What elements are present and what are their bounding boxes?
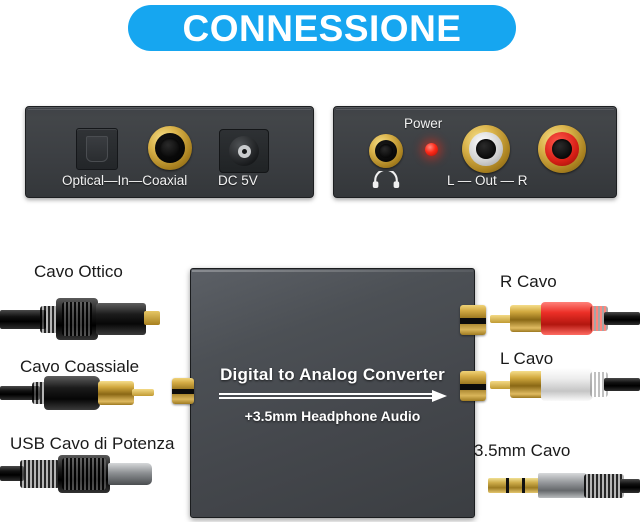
power-label: Power: [404, 116, 443, 131]
device-right-output-jack-r: [460, 305, 486, 335]
device-edge-highlight: [192, 270, 473, 272]
dc-5v-label: DC 5V: [218, 173, 258, 188]
coaxial-plug-barrel: [98, 381, 134, 405]
rca-left-cable-wire: [604, 378, 640, 391]
panel-highlight: [336, 109, 614, 110]
aux-plug-tip: [488, 478, 540, 493]
aux-strain-relief: [584, 474, 624, 498]
dac-device: Digital to Analog Converter +3.5mm Headp…: [190, 268, 475, 518]
dc-5v-port: [219, 129, 269, 173]
device-subtitle: +3.5mm Headphone Audio: [244, 408, 421, 424]
coaxial-plug-pin: [132, 389, 154, 396]
aux-plug-band-2: [522, 478, 525, 493]
rca-left-strain-relief: [590, 372, 608, 397]
usb-power-plug-tip: [108, 463, 152, 485]
rca-right-plug-pin: [490, 315, 512, 323]
rca-left-plug-barrel: [510, 371, 544, 398]
aux-cable-wire: [620, 479, 640, 493]
rca-out-right: [538, 125, 586, 173]
headphone-icon: [372, 168, 400, 189]
dc-jack-pin-ring: [237, 144, 251, 158]
rca-out-left: [462, 125, 510, 173]
optical-cable-strain-relief: [40, 306, 58, 333]
headphone-out-port: [369, 134, 403, 168]
optical-plug-body: [96, 303, 146, 335]
rca-right-cable-wire: [604, 312, 640, 325]
aux-plug-band-1: [506, 478, 509, 493]
rca-right-plug-body: [541, 302, 593, 335]
output-panel: Power L — Out — R: [333, 106, 617, 198]
cavo-ottico-label: Cavo Ottico: [34, 262, 123, 281]
aux-plug-barrel: [538, 473, 586, 498]
l-out-r-label: L — Out — R: [447, 173, 528, 188]
power-led: [425, 143, 438, 156]
page-title: CONNESSIONE: [182, 7, 462, 49]
r-cavo-label: R Cavo: [500, 272, 557, 291]
coaxial-in-port: [148, 126, 192, 170]
device-branding: Digital to Analog Converter +3.5mm Headp…: [191, 365, 474, 424]
rca-right-strain-relief: [590, 306, 608, 331]
l-cavo-label: L Cavo: [500, 349, 554, 368]
dc-jack-circle: [229, 136, 259, 166]
panel-highlight: [28, 109, 311, 110]
usb-power-plug-grip: [62, 458, 106, 490]
coaxial-cable-wire: [0, 386, 40, 400]
usb-power-cable-wire: [0, 466, 24, 481]
rca-right-plug-barrel: [510, 305, 544, 332]
input-panel: Optical—In—Coaxial DC 5V: [25, 106, 314, 198]
flow-arrow-icon: [218, 390, 447, 402]
optical-plug-grip: [62, 302, 92, 336]
optical-in-port: [76, 128, 118, 170]
rca-left-plug-body: [541, 368, 593, 401]
aux-cavo-label: 3.5mm Cavo: [474, 441, 571, 460]
rca-left-plug-pin: [490, 381, 512, 389]
device-right-output-jack-l: [460, 371, 486, 401]
dc-jack-pin: [241, 148, 247, 154]
usb-cavo-di-potenza-label: USB Cavo di Potenza: [10, 434, 175, 453]
cavo-coassiale-label: Cavo Coassiale: [20, 357, 140, 376]
optical-cable-wire: [0, 310, 46, 329]
device-title: Digital to Analog Converter: [220, 365, 445, 384]
coaxial-plug-body: [44, 376, 100, 410]
title-banner: CONNESSIONE: [128, 5, 516, 51]
optical-plug-tip: [144, 311, 160, 325]
optical-in-coaxial-label: Optical—In—Coaxial: [62, 173, 188, 188]
device-left-input-jack: [172, 378, 194, 404]
usb-power-strain-relief: [20, 460, 60, 488]
